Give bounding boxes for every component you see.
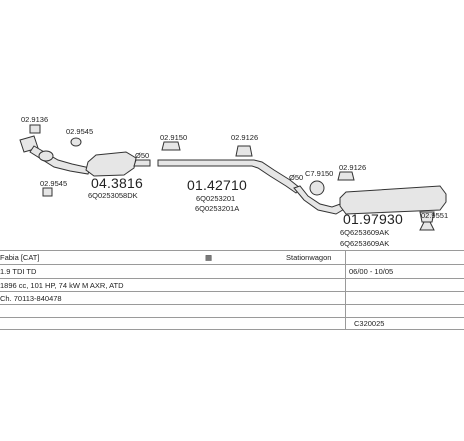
vehicle-model: Fabia [CAT] xyxy=(0,253,40,262)
clamp-part xyxy=(309,180,325,196)
reference-number: C320025 xyxy=(354,319,385,328)
calendar-icon: ▦ xyxy=(205,253,213,262)
part-code-label: 02.9126 xyxy=(339,163,367,172)
table-row: Fabia [CAT] ▦ Stationwagon xyxy=(0,251,464,265)
rubber-mount-part-1 xyxy=(161,141,181,151)
oem-number-label: 6Q0253058DK xyxy=(88,191,138,200)
vehicle-body: Stationwagon xyxy=(286,253,332,262)
gasket-part-3 xyxy=(42,187,53,197)
rubber-mount-part-3 xyxy=(337,171,355,181)
table-row: C320025 xyxy=(0,318,464,330)
rubber-mount-part-4 xyxy=(419,221,435,231)
vehicle-chassis: Ch. 70113-840478 xyxy=(0,294,62,303)
clamp-size-label: Ø50 xyxy=(289,173,304,182)
clamp-size-label: Ø50 xyxy=(135,151,150,160)
exhaust-diagram: 02.9136 02.9545 02.9545 04.3816 6Q025305… xyxy=(19,115,449,248)
vehicle-engine: 1.9 TDI TD xyxy=(0,267,37,276)
vehicle-years: 06/00 - 10/05 xyxy=(349,267,394,276)
part-code-label: 02.9551 xyxy=(421,211,449,220)
table-row: 1.9 TDI TD 06/00 - 10/05 xyxy=(0,265,464,279)
vehicle-spec: 1896 cc, 101 HP, 74 kW M AXR, ATD xyxy=(0,281,124,290)
oem-number-label: 6Q0253201 xyxy=(196,194,236,203)
part-code-label: 02.9545 xyxy=(40,179,68,188)
front-pipe-part xyxy=(19,135,91,175)
rear-silencer-part xyxy=(293,185,447,223)
part-number-label: 04.3816 xyxy=(91,175,144,191)
oem-number-label: 6Q6253609AK xyxy=(340,239,390,248)
middle-pipe-part xyxy=(157,159,301,194)
table-row: 1896 cc, 101 HP, 74 kW M AXR, ATD xyxy=(0,279,464,292)
table-row xyxy=(0,305,464,318)
part-code-label: 02.9126 xyxy=(231,133,259,142)
gasket-part-2 xyxy=(70,137,82,147)
part-code-label: 02.9136 xyxy=(21,115,49,124)
gasket-part-1 xyxy=(29,124,41,134)
part-number-label: 01.42710 xyxy=(187,177,247,193)
oem-number-label: 6Q0253201A xyxy=(195,204,240,213)
part-code-label: C7.9150 xyxy=(305,169,334,178)
catalytic-converter-part xyxy=(85,151,151,177)
part-number-label: 01.97930 xyxy=(343,211,403,227)
rubber-mount-part-2 xyxy=(235,145,253,157)
exhaust-diagram-svg xyxy=(19,124,447,231)
part-code-label: 02.9545 xyxy=(66,127,94,136)
part-code-label: 02.9150 xyxy=(160,133,188,142)
oem-number-label: 6Q6253609AK xyxy=(340,228,390,237)
table-row: Ch. 70113-840478 xyxy=(0,292,464,305)
